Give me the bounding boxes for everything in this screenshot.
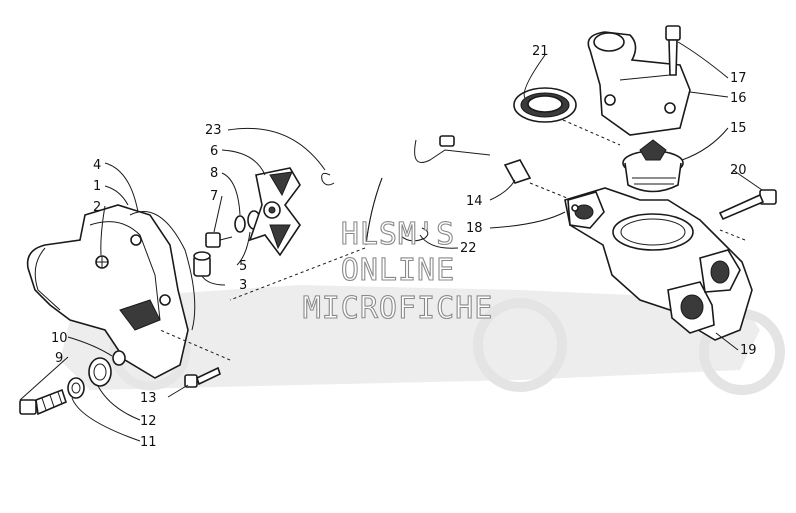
impeller-bolt	[205, 232, 233, 248]
watermark: HLSM'S ONLINE MICROFICHE	[302, 216, 494, 326]
callout-17: 17	[730, 71, 747, 86]
callout-23: 23	[205, 123, 222, 138]
long-bolt	[718, 189, 777, 221]
callout-20: 20	[730, 163, 747, 178]
circlip	[321, 172, 335, 186]
callout-13: 13	[140, 391, 157, 406]
hose-clamp	[399, 227, 429, 242]
callout-19: 19	[740, 343, 757, 358]
leader-lines	[19, 41, 763, 442]
callout-7: 7	[210, 189, 218, 204]
callout-22: 22	[460, 241, 477, 256]
callout-5: 5	[239, 259, 247, 274]
callout-4: 4	[93, 158, 101, 173]
watermark-line-1: HLSM'S	[341, 217, 455, 252]
callout-6: 6	[210, 144, 218, 159]
callout-16: 16	[730, 91, 747, 106]
drain-washer	[67, 377, 85, 399]
housing-bolt	[184, 366, 221, 388]
thermostat	[622, 139, 684, 193]
bypass-hose	[365, 135, 491, 246]
callout-11: 11	[140, 435, 157, 450]
callout-15: 15	[730, 121, 747, 136]
impeller-spacer	[193, 251, 211, 277]
watermark-line-2: ONLINE	[341, 253, 455, 288]
seal-ring	[513, 87, 577, 123]
drain-o-ring	[88, 357, 112, 387]
watermark-line-3: MICROFICHE	[303, 291, 494, 326]
callout-10: 10	[51, 331, 68, 346]
callout-labels: 4 1 2 23 6 8 7 5 3 10 9 13 12 11 14 18 2…	[51, 44, 757, 450]
callout-1: 1	[93, 179, 101, 194]
impeller	[248, 167, 301, 257]
fitting-nipple	[503, 159, 532, 184]
callout-12: 12	[140, 414, 157, 429]
callout-8: 8	[210, 166, 218, 181]
cover-bolt	[665, 25, 681, 76]
drain-small-washer	[112, 350, 126, 366]
housing-gasket	[129, 211, 196, 331]
thermostat-cover	[587, 31, 691, 136]
callout-3: 3	[239, 278, 247, 293]
callout-21: 21	[532, 44, 549, 59]
callout-9: 9	[55, 351, 63, 366]
callout-2: 2	[93, 200, 101, 215]
callout-18: 18	[466, 221, 483, 236]
callout-14: 14	[466, 194, 483, 209]
outlet-flange	[667, 249, 741, 334]
pump-housing	[26, 204, 189, 379]
drain-screw	[19, 388, 67, 416]
